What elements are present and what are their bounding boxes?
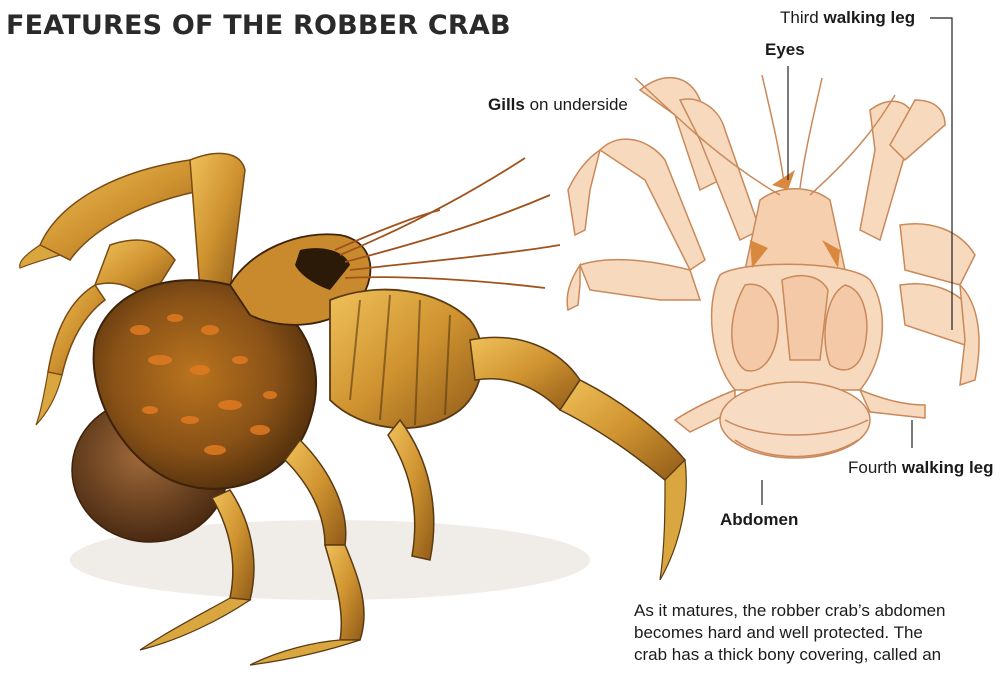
caption-line: crab has a thick bony covering, called a… — [634, 644, 994, 666]
label-bold-text: Gills — [488, 95, 525, 114]
painted-robber-crab — [20, 153, 687, 665]
label-bold-text: walking leg — [823, 8, 915, 27]
label-plain-text: Fourth — [848, 458, 897, 477]
fourth-walking-leg-label: Fourth walking leg — [848, 458, 994, 478]
robber-crab-diagram — [567, 75, 979, 458]
caption-line: becomes hard and well protected. The — [634, 622, 994, 644]
label-bold-text: walking leg — [902, 458, 994, 477]
gills-label: Gills on underside — [488, 95, 628, 115]
eyes-label: Eyes — [765, 40, 805, 60]
label-plain-text: Third — [780, 8, 819, 27]
third-walking-leg-label: Third walking leg — [780, 8, 915, 28]
label-bold-text: Abdomen — [720, 510, 798, 529]
label-bold-text: Eyes — [765, 40, 805, 59]
caption-paragraph: As it matures, the robber crab’s abdomen… — [634, 600, 994, 666]
label-plain-text: on underside — [530, 95, 628, 114]
caption-line: As it matures, the robber crab’s abdomen — [634, 600, 994, 622]
abdomen-label: Abdomen — [720, 510, 798, 530]
